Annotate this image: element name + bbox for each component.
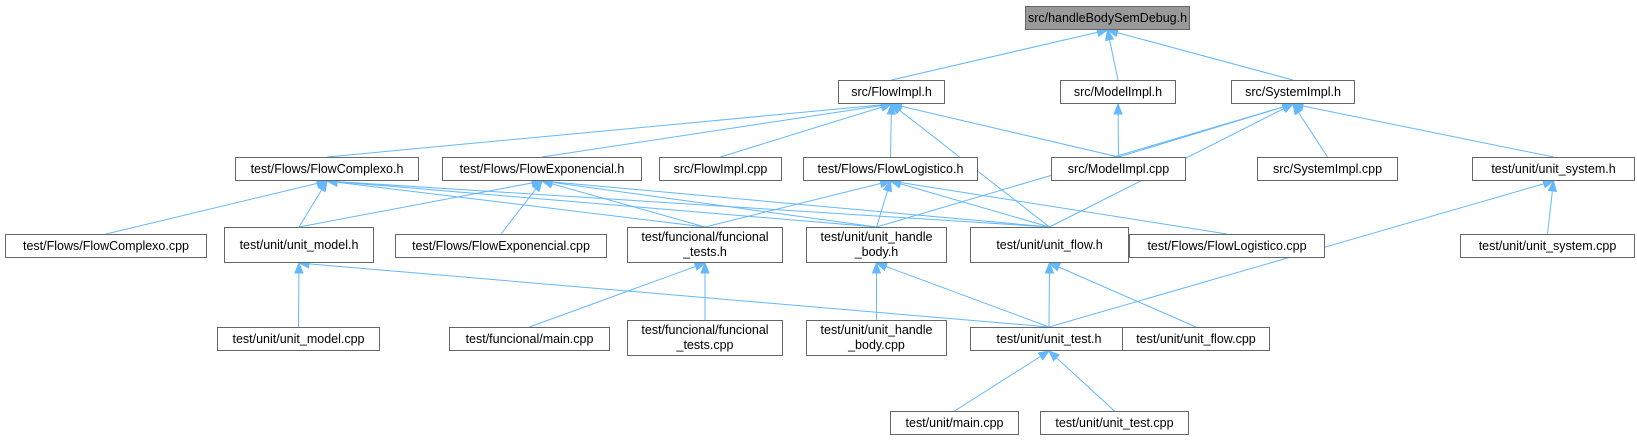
edge-flowimpl-h-to-root: [891, 31, 1098, 81]
edge-unit-flow-h-to-flowexponencial-h: [551, 181, 1050, 228]
node-unit-main-cpp[interactable]: test/unit/main.cpp: [890, 411, 1019, 435]
edge-funcional-tests-h-to-flowlogistico-h: [704, 182, 881, 228]
edge-funcional-tests-h-to-flowexponencial-h: [551, 183, 706, 228]
edge-unit-main-cpp-to-unit-test-h: [954, 355, 1041, 412]
node-flowcomplexo-cpp[interactable]: test/Flows/FlowComplexo.cpp: [5, 234, 207, 258]
node-funcional-tests-h[interactable]: test/funcional/funcional _tests.h: [627, 227, 783, 263]
edge-flowcomplexo-cpp-to-flowcomplexo-h: [105, 182, 318, 235]
edge-unit-handle-body-h-to-flowexponencial-h: [551, 181, 877, 228]
arrowhead-icon: [1037, 350, 1051, 361]
node-funcional-main-cpp[interactable]: test/funcional/main.cpp: [449, 327, 610, 351]
edge-modelimpl-cpp-to-flowimpl-h: [901, 105, 1119, 158]
node-flowimpl-h[interactable]: src/FlowImpl.h: [838, 80, 945, 104]
edge-unit-flow-h-to-flowlogistico-h: [899, 183, 1050, 228]
node-unit-test-h[interactable]: test/unit/unit_test.h: [970, 327, 1128, 351]
edge-modelimpl-h-to-root: [1109, 39, 1119, 81]
node-flowcomplexo-h[interactable]: test/Flows/FlowComplexo.h: [235, 157, 419, 181]
node-modelimpl-h[interactable]: src/ModelImpl.h: [1060, 80, 1176, 104]
arrowhead-icon: [882, 179, 892, 193]
node-flowexponencial-cpp[interactable]: test/Flows/FlowExponencial.cpp: [395, 234, 607, 258]
arrowhead-icon: [317, 179, 328, 193]
arrowhead-icon: [886, 102, 897, 115]
node-flowlogistico-h[interactable]: test/Flows/FlowLogistico.h: [803, 157, 978, 181]
edge-flowexponencial-cpp-to-flowexponencial-h: [500, 188, 537, 235]
node-flowlogistico-cpp[interactable]: test/Flows/FlowLogistico.cpp: [1129, 234, 1325, 258]
edge-flowexponencial-h-to-flowimpl-h: [541, 105, 882, 158]
node-root: src/handleBodySemDebug.h: [1025, 6, 1190, 30]
node-unit-system-cpp[interactable]: test/unit/unit_system.cpp: [1460, 234, 1635, 258]
edge-flowcomplexo-h-to-flowimpl-h: [326, 104, 882, 158]
edge-funcional-main-cpp-to-funcional-tests-h: [529, 265, 696, 328]
edge-unit-system-cpp-to-unit-system-h: [1547, 190, 1553, 235]
arrowhead-icon: [1547, 179, 1558, 192]
edge-flowimpl-cpp-to-flowimpl-h: [720, 106, 883, 158]
node-unit-test-cpp[interactable]: test/unit/unit_test.cpp: [1040, 411, 1189, 435]
edge-unit-test-h-to-unit-model-h: [308, 263, 1050, 328]
node-systemimpl-h[interactable]: src/SystemImpl.h: [1231, 80, 1355, 104]
node-systemimpl-cpp[interactable]: src/SystemImpl.cpp: [1257, 157, 1398, 181]
arrowhead-icon: [1113, 102, 1123, 115]
edge-systemimpl-h-to-root: [1117, 32, 1294, 81]
node-flowexponencial-h[interactable]: test/Flows/FlowExponencial.h: [442, 157, 642, 181]
edge-unit-system-h-to-systemimpl-h: [1302, 105, 1554, 158]
node-unit-model-h[interactable]: test/unit/unit_model.h: [224, 227, 374, 263]
node-funcional-tests-cpp[interactable]: test/funcional/funcional _tests.cpp: [627, 320, 783, 356]
edge-unit-flow-h-to-flowcomplexo-h: [336, 181, 1050, 228]
edge-flowlogistico-cpp-to-flowlogistico-h: [900, 182, 1228, 235]
edge-unit-flow-cpp-to-unit-flow-h: [1058, 266, 1197, 328]
edge-funcional-tests-h-to-flowcomplexo-h: [336, 181, 706, 228]
arrowhead-icon: [1048, 350, 1060, 362]
node-modelimpl-cpp[interactable]: src/ModelImpl.cpp: [1051, 157, 1186, 181]
node-flowimpl-cpp[interactable]: src/FlowImpl.cpp: [659, 157, 782, 181]
arrowhead-icon: [871, 261, 882, 274]
edge-unit-test-cpp-to-unit-test-h: [1056, 357, 1115, 412]
arrowhead-icon: [890, 103, 903, 115]
arrowhead-icon: [294, 261, 304, 274]
edge-unit-handle-body-h-to-flowcomplexo-h: [336, 181, 877, 228]
node-unit-flow-h[interactable]: test/unit/unit_flow.h: [970, 227, 1129, 263]
node-unit-system-h[interactable]: test/unit/unit_system.h: [1472, 157, 1635, 181]
edge-unit-handle-body-h-to-flowlogistico-h: [876, 190, 889, 228]
node-unit-handle-body-h[interactable]: test/unit/unit_handle _body.h: [806, 227, 947, 263]
arrowhead-icon: [1105, 28, 1115, 42]
arrowhead-icon: [1281, 103, 1295, 113]
edge-systemimpl-cpp-to-systemimpl-h: [1298, 112, 1328, 158]
arrowhead-icon: [1044, 261, 1055, 274]
node-unit-model-cpp[interactable]: test/unit/unit_model.cpp: [217, 327, 380, 351]
edge-unit-test-h-to-unit-handle-body-h: [885, 266, 1050, 328]
edge-unit-model-h-to-flowexponencial-h: [298, 182, 533, 228]
edge-unit-model-h-to-flowcomplexo-h: [298, 189, 323, 228]
arrowhead-icon: [700, 261, 710, 274]
edge-flowlogistico-h-to-flowimpl-h: [890, 113, 892, 158]
node-unit-flow-cpp[interactable]: test/unit/unit_flow.cpp: [1122, 327, 1270, 351]
arrowhead-icon: [1048, 262, 1062, 272]
node-unit-handle-body-cpp[interactable]: test/unit/unit_handle _body.cpp: [806, 320, 947, 356]
